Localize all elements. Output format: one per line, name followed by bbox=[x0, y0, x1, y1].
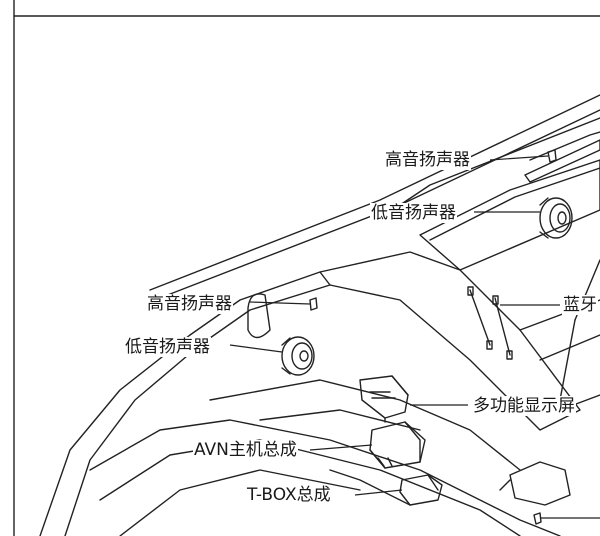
side-mirror bbox=[499, 479, 511, 491]
leader-woofer-front bbox=[229, 344, 283, 353]
leader-avn bbox=[309, 444, 373, 451]
hood-line bbox=[89, 419, 561, 536]
door-line bbox=[559, 319, 576, 401]
bluetooth-antenna bbox=[494, 297, 511, 356]
leader-tbox bbox=[354, 489, 403, 496]
windshield bbox=[319, 251, 581, 431]
windshield bbox=[189, 271, 321, 336]
side-mirror bbox=[509, 461, 571, 506]
label-tweeter-front: 高音扬声器 bbox=[146, 294, 233, 314]
tweeter-front bbox=[309, 297, 318, 311]
tweeter-front-pod bbox=[247, 293, 271, 339]
roof-outline bbox=[399, 117, 600, 206]
sunroof bbox=[419, 159, 600, 271]
label-woofer-rear: 低音扬声器 bbox=[370, 203, 457, 223]
hood-line bbox=[119, 469, 361, 536]
rear-window bbox=[524, 139, 600, 183]
a-pillar bbox=[39, 334, 191, 536]
sunroof bbox=[429, 167, 600, 241]
leader-tweeter-front bbox=[249, 301, 311, 305]
label-avn-head-unit: AVN主机总成 bbox=[193, 440, 298, 460]
label-tweeter-rear: 高音扬声器 bbox=[384, 150, 471, 170]
display-unit bbox=[359, 375, 409, 419]
dashboard bbox=[259, 409, 421, 431]
label-bluetooth: 蓝牙 bbox=[562, 295, 598, 315]
a-pillar bbox=[64, 344, 201, 536]
label-tbox: T-BOX总成 bbox=[246, 485, 332, 505]
windshield bbox=[199, 284, 331, 346]
roof-outline bbox=[149, 94, 600, 291]
woofer-rear bbox=[539, 197, 573, 239]
leader-tweeter-rear bbox=[489, 155, 549, 161]
dashboard bbox=[329, 469, 411, 506]
hood-line bbox=[99, 439, 521, 536]
dashboard bbox=[209, 379, 521, 471]
label-multifunction-display: 多功能显示屏 bbox=[472, 396, 576, 416]
tweeter-rear bbox=[547, 149, 557, 163]
label-woofer-front: 低音扬声器 bbox=[124, 337, 211, 357]
bluetooth-antenna bbox=[469, 289, 491, 346]
woofer-front bbox=[281, 336, 315, 376]
sensor bbox=[533, 512, 542, 525]
